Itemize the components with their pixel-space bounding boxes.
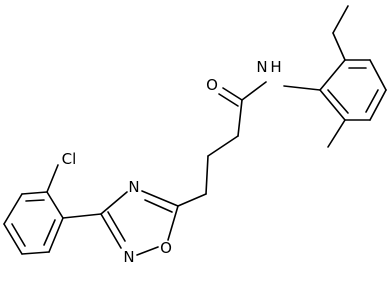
bond-cl-ar-double-2: [11, 223, 26, 247]
bond-amide-cn: [241, 81, 267, 101]
bond-ar-1: [319, 59, 346, 91]
bonds: [3, 5, 387, 256]
atom-label-nitrogen-ring-4: N: [128, 178, 139, 196]
bond-carbonyl-2: [218, 93, 239, 107]
bond-cl-ar-6: [46, 191, 64, 219]
bond-cl-ar-double-3: [25, 199, 45, 202]
bond-ethyl-2: [332, 5, 349, 34]
bond-ar-4: [369, 89, 387, 121]
bond-ox-o1-c5: [167, 205, 179, 241]
bond-c-cl: [46, 164, 59, 193]
bond-cl-ar-2: [21, 251, 50, 255]
bond-cl-ar-double-1: [43, 219, 56, 246]
bond-ox-c5-n4: [141, 190, 179, 207]
atom-label-hydrogen-amide: H: [270, 58, 281, 76]
bond-c3-aryl: [62, 213, 102, 219]
atom-label-nitrogen-amide: N: [256, 58, 267, 76]
bond-ox-n2-o1: [136, 246, 159, 256]
bond-cl-ar-5: [21, 191, 48, 195]
bond-ar-double-3: [327, 89, 349, 114]
bond-cl-ar-3: [3, 223, 23, 255]
bond-carbonyl-1: [222, 87, 243, 101]
atom-labels: O N H Cl N N O: [62, 58, 282, 266]
bond-ar-6: [319, 89, 346, 121]
bond-ox-c3-n2-double: [107, 211, 126, 242]
atom-label-chlorine: Cl: [62, 150, 77, 168]
bond-ox-n4-c3: [100, 191, 128, 215]
bond-chain-3: [205, 155, 209, 195]
bond-chain-4: [177, 193, 207, 207]
bond-n-aryl: [283, 85, 321, 91]
bond-chain-1: [237, 99, 243, 137]
atom-label-oxygen-ring-1: O: [160, 239, 172, 257]
bond-chain-2: [207, 135, 239, 157]
bond-methyl: [327, 119, 346, 148]
bond-cl-ar-4: [3, 193, 23, 225]
atom-label-nitrogen-ring-2: N: [123, 248, 134, 266]
bond-ar-double-2: [365, 89, 379, 113]
bond-cl-ar-1: [48, 217, 64, 253]
bond-ox-c5-n4-double: [144, 199, 173, 213]
bond-ar-3: [369, 59, 387, 91]
atom-label-oxygen-carbonyl: O: [206, 76, 218, 94]
bond-ethyl-1: [332, 32, 346, 61]
bond-ox-c3-n2: [100, 213, 122, 249]
